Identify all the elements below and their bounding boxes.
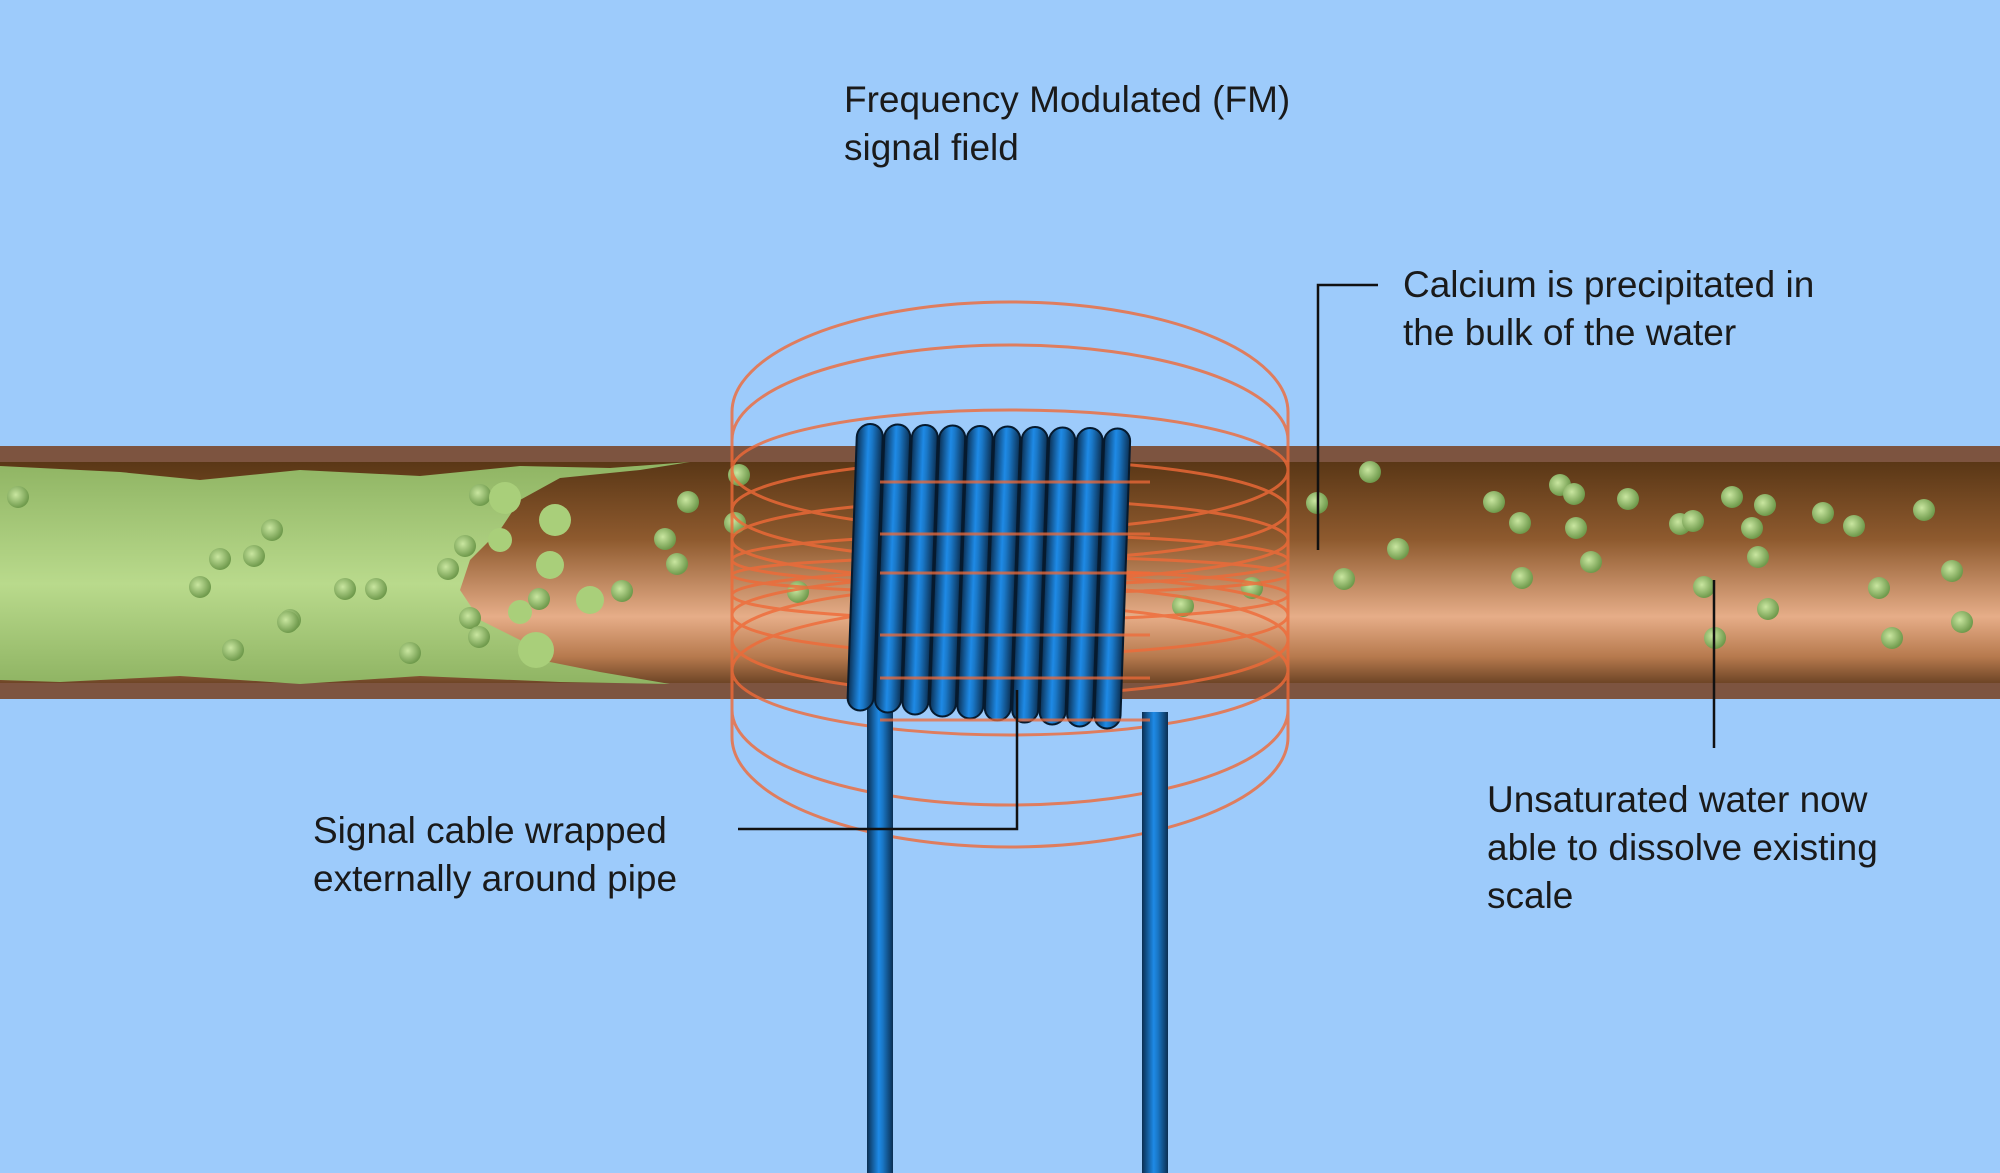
fm-field-label: Frequency Modulated (FM) signal field: [844, 76, 1290, 172]
calcium-particle: [261, 519, 283, 541]
calcium-particle: [399, 642, 421, 664]
calcium-particle: [1757, 598, 1779, 620]
calcium-particle: [222, 639, 244, 661]
calcium-particle: [277, 611, 299, 633]
label-line: scale: [1487, 875, 1574, 916]
calcium-particle: [1563, 483, 1585, 505]
calcium-particle: [1951, 611, 1973, 633]
coil-turn: [1038, 426, 1077, 726]
calcium-particle: [654, 528, 676, 550]
coil-turn: [928, 424, 967, 718]
calcium-particle: [365, 578, 387, 600]
label-line: signal field: [844, 127, 1019, 168]
calcium-particle: [468, 626, 490, 648]
calcium-particle: [1913, 499, 1935, 521]
calcium-particle: [1509, 512, 1531, 534]
calcium-particle: [1868, 577, 1890, 599]
calcium-particle: [437, 558, 459, 580]
calcium-particle: [611, 580, 633, 602]
calcium-particle: [1812, 502, 1834, 524]
cable-lead-right: [1142, 712, 1168, 1173]
calcium-particle: [1333, 568, 1355, 590]
calcium-particle: [459, 607, 481, 629]
scale-deposit: [0, 462, 690, 684]
calcium-particle: [677, 491, 699, 513]
calcium-particles: [7, 461, 1973, 668]
coil-turn: [901, 424, 939, 716]
calcium-particle: [1359, 461, 1381, 483]
calcium-particle: [1682, 510, 1704, 532]
calcium-particle: [1741, 517, 1763, 539]
calcium-particle: [1387, 538, 1409, 560]
scale-fragment: [576, 586, 604, 614]
calcium-particle: [7, 486, 29, 508]
signal-cable-leader-line: [738, 690, 1019, 831]
label-line: Signal cable wrapped: [313, 810, 667, 851]
calcium-particle: [1565, 517, 1587, 539]
calcium-particle: [1483, 491, 1505, 513]
calcium-leader-line: [1316, 283, 1378, 550]
scale-fragment: [488, 528, 512, 552]
calcium-particle: [243, 545, 265, 567]
calcium-label: Calcium is precipitated in the bulk of t…: [1403, 261, 1814, 357]
calcium-particle: [454, 535, 476, 557]
scale-fragment: [518, 632, 554, 668]
label-line: the bulk of the water: [1403, 312, 1737, 353]
scale-fragment: [536, 551, 564, 579]
calcium-particle: [469, 484, 491, 506]
label-line: Frequency Modulated (FM): [844, 79, 1291, 120]
calcium-particle: [1747, 546, 1769, 568]
calcium-particle: [1843, 515, 1865, 537]
calcium-particle: [334, 578, 356, 600]
label-line: Unsaturated water now: [1487, 779, 1868, 820]
coil-turn: [1066, 427, 1104, 728]
calcium-particle: [1754, 494, 1776, 516]
calcium-particle: [1511, 567, 1533, 589]
calcium-particle: [666, 553, 688, 575]
calcium-particle: [1172, 595, 1194, 617]
label-line: able to dissolve existing: [1487, 827, 1878, 868]
calcium-particle: [1941, 560, 1963, 582]
fm-signal-field-lines-front: [880, 480, 1150, 722]
calcium-particle: [189, 576, 211, 598]
scale-fragment: [539, 504, 571, 536]
calcium-particle: [1881, 627, 1903, 649]
signal-cable-label: Signal cable wrapped externally around p…: [313, 807, 677, 903]
calcium-particle: [1580, 551, 1602, 573]
calcium-particle: [209, 548, 231, 570]
calcium-particle: [1721, 486, 1743, 508]
label-line: externally around pipe: [313, 858, 678, 899]
signal-cable-coil: [846, 423, 1132, 730]
coil-turn: [874, 423, 912, 714]
label-line: Calcium is precipitated in: [1403, 264, 1815, 305]
scale-fragment: [508, 600, 532, 624]
calcium-particle: [1617, 488, 1639, 510]
scale-fragment: [489, 482, 521, 514]
unsaturated-water-label: Unsaturated water now able to dissolve e…: [1487, 776, 1878, 920]
cable-lead-left: [867, 700, 893, 1173]
coil-turn: [1093, 427, 1132, 730]
coil-turn: [846, 423, 884, 712]
coil-turn: [1011, 426, 1049, 724]
calcium-particle: [528, 588, 550, 610]
calcium-particle: [1693, 576, 1715, 598]
